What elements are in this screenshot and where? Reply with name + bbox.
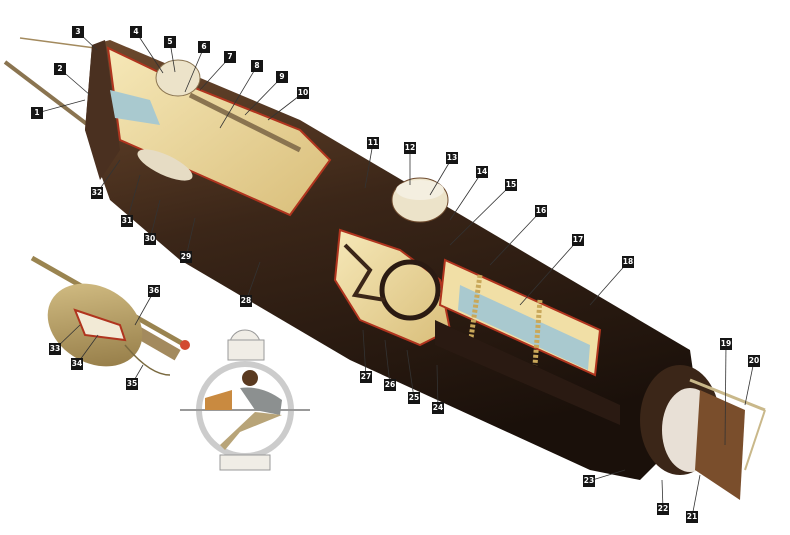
callout-label: 2 — [54, 63, 66, 75]
callout-label: 34 — [71, 358, 83, 370]
callout-label: 4 — [130, 26, 142, 38]
leader-line — [36, 99, 86, 114]
callout-label: 20 — [748, 355, 760, 367]
leader-line — [135, 31, 164, 74]
callout-label: 6 — [198, 41, 210, 53]
leader-line — [436, 364, 439, 409]
leader-line — [589, 261, 629, 306]
leader-line — [184, 46, 205, 93]
callout-label: 28 — [240, 295, 252, 307]
callout-label: 18 — [622, 256, 634, 268]
callout-label: 26 — [384, 379, 396, 391]
leader-line — [126, 174, 141, 222]
leader-line — [364, 142, 374, 189]
ballast-tank — [435, 258, 620, 425]
callout-label: 22 — [657, 503, 669, 515]
callout-leader-lines — [36, 31, 755, 518]
callout-label: 36 — [148, 285, 160, 297]
leader-line — [219, 65, 258, 129]
callout-label: 11 — [367, 137, 379, 149]
callout-label: 25 — [408, 392, 420, 404]
callout-label: 27 — [360, 371, 372, 383]
leader-line — [149, 199, 161, 240]
torpedo-inset — [30, 255, 190, 376]
leader-line — [691, 474, 701, 518]
leader-line — [744, 360, 755, 406]
leader-line — [384, 339, 391, 386]
callout-label: 16 — [535, 205, 547, 217]
callout-label: 15 — [505, 179, 517, 191]
leader-line — [362, 329, 367, 378]
leader-line — [245, 261, 261, 302]
callout-label: 3 — [72, 26, 84, 38]
callout-label: 21 — [686, 511, 698, 523]
callout-label: 32 — [91, 187, 103, 199]
callout-label: 35 — [126, 378, 138, 390]
callout-label: 30 — [144, 233, 156, 245]
callout-label: 12 — [404, 142, 416, 154]
callout-label: 19 — [720, 338, 732, 350]
callout-label: 14 — [476, 166, 488, 178]
leader-line — [519, 239, 579, 306]
callout-label: 7 — [224, 51, 236, 63]
callout-label: 1 — [31, 107, 43, 119]
spar-torpedo-pole — [3, 37, 96, 130]
callout-label: 10 — [297, 87, 309, 99]
callout-label: 24 — [432, 402, 444, 414]
callout-label: 31 — [121, 215, 133, 227]
leader-line — [489, 210, 542, 266]
crew-cross-section-inset — [180, 329, 310, 471]
leader-line — [244, 76, 283, 116]
leader-line — [429, 157, 453, 196]
leader-line — [406, 349, 415, 399]
leader-line — [449, 171, 483, 221]
callout-label: 13 — [446, 152, 458, 164]
callout-label: 17 — [572, 234, 584, 246]
callout-label: 8 — [251, 60, 263, 72]
callout-label: 23 — [583, 475, 595, 487]
leader-line — [185, 217, 196, 258]
leader-line — [449, 184, 512, 246]
leader-line — [588, 469, 626, 482]
callout-label: 5 — [164, 36, 176, 48]
callout-label: 33 — [49, 343, 61, 355]
callout-label: 9 — [276, 71, 288, 83]
leader-line — [724, 343, 727, 446]
forward-compartment-cutaway — [106, 46, 332, 217]
callout-label: 29 — [180, 251, 192, 263]
